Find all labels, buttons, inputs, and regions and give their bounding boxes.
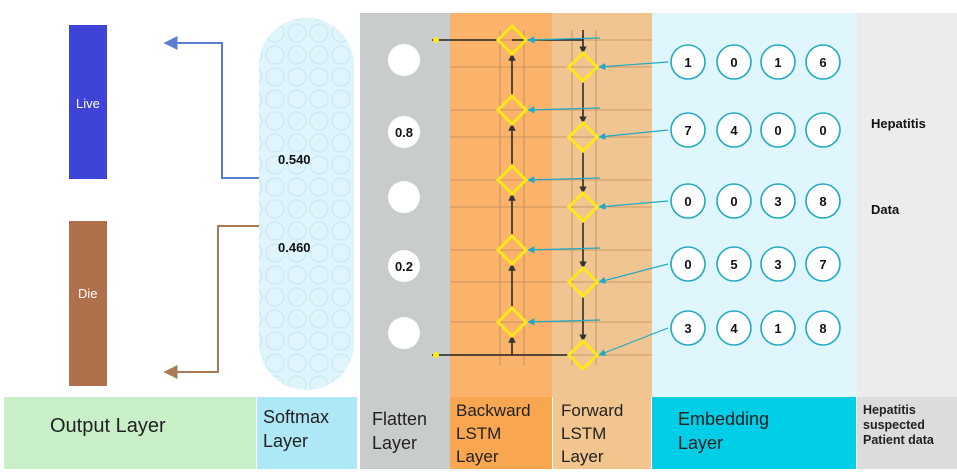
embedding-value: 3 [774,194,781,209]
embedding-node [760,112,796,148]
forward-lstm-cell [566,50,600,84]
embedding-to-forward-arrow [598,263,669,284]
embedding-node [760,183,796,219]
embedding-value: 3 [774,257,781,272]
embedding-node [670,310,706,346]
embedding-value: 0 [774,123,781,138]
embedding-value: 6 [819,55,826,70]
flatten-value: 0.8 [395,125,413,140]
patient-data-bg [857,13,957,397]
forward-lstm-cell [566,338,600,372]
embedding-node [716,183,752,219]
embedding-node [760,310,796,346]
embedding-node [716,246,752,282]
live-output-bar [69,25,107,179]
embedding-to-forward-arrow [598,129,669,140]
embedding-node [670,246,706,282]
embedding-value: 0 [730,194,737,209]
flatten-node [388,250,420,282]
forward-lstm-cell [566,190,600,224]
embedding-to-backward-arrow [527,246,601,254]
flatten-node [388,44,420,76]
backward-lstm-cell [495,23,529,57]
embedding-value: 1 [684,55,691,70]
output-dot [433,352,439,358]
embedding-node [716,44,752,80]
die-label: Die [78,286,98,301]
embedding-value: 0 [684,194,691,209]
embedding-value: 7 [819,257,826,272]
embedding-to-forward-arrow [598,327,669,356]
embedding-value: 4 [730,123,738,138]
softmax-value-live: 0.540 [278,152,311,167]
output-layer-label: Output Layer [4,397,256,469]
embedding-to-forward-arrow [598,200,669,211]
embedding-value: 0 [684,257,691,272]
embedding-node [760,44,796,80]
embedding-node [670,183,706,219]
embedding-value: 0 [730,55,737,70]
embedding-to-backward-arrow [527,318,601,326]
flatten-node [388,317,420,349]
backward-lstm-cell [495,305,529,339]
die-output-arrow [163,225,259,379]
lstm-nodes [495,23,600,372]
embedding-node [805,183,841,219]
embedding-to-backward-arrow [527,176,601,184]
softmax-bubble-texture [259,18,354,390]
live-label: Live [76,96,100,111]
embedding-node [670,44,706,80]
forward-lstm-cell [566,120,600,154]
flatten-nodes: 0.8 0.2 [388,44,420,349]
embedding-node [670,112,706,148]
embedding-nodes: 1 0 1 6 7 4 0 0 0 0 3 8 0 5 3 7 3 4 1 8 [670,44,841,346]
embedding-value: 1 [774,321,781,336]
embedding-node [716,310,752,346]
backward-lstm-cell [495,163,529,197]
die-output-bar [69,221,107,386]
embedding-value: 8 [819,194,826,209]
flatten-node [388,116,420,148]
side-text-hepatitis: Hepatitis [871,116,926,131]
embedding-value: 3 [684,321,691,336]
output-dot [433,37,439,43]
embedding-node [805,246,841,282]
embedding-value: 0 [819,123,826,138]
backward-lstm-cell [495,233,529,267]
forward-lstm-cell [566,265,600,299]
embedding-value: 8 [819,321,826,336]
backward-lstm-cell [495,93,529,127]
flatten-value: 0.2 [395,259,413,274]
embedding-node [716,112,752,148]
softmax-value-die: 0.460 [278,240,311,255]
embedding-to-backward-arrow [527,36,601,44]
embedding-to-backward-arrow [527,106,601,114]
embedding-node [760,246,796,282]
embedding-value: 7 [684,123,691,138]
embedding-node [805,310,841,346]
embedding-value: 1 [774,55,781,70]
embedding-node [805,112,841,148]
forward-lstm-bg [552,13,652,397]
embedding-node [805,44,841,80]
flatten-node [388,181,420,213]
backward-lstm-bg [450,13,552,397]
side-text-data: Data [871,202,900,217]
live-output-arrow [163,36,259,179]
embedding-value: 4 [730,321,738,336]
embedding-value: 5 [730,257,737,272]
embedding-to-forward-arrow [598,61,669,71]
lstm-connections [432,30,669,365]
